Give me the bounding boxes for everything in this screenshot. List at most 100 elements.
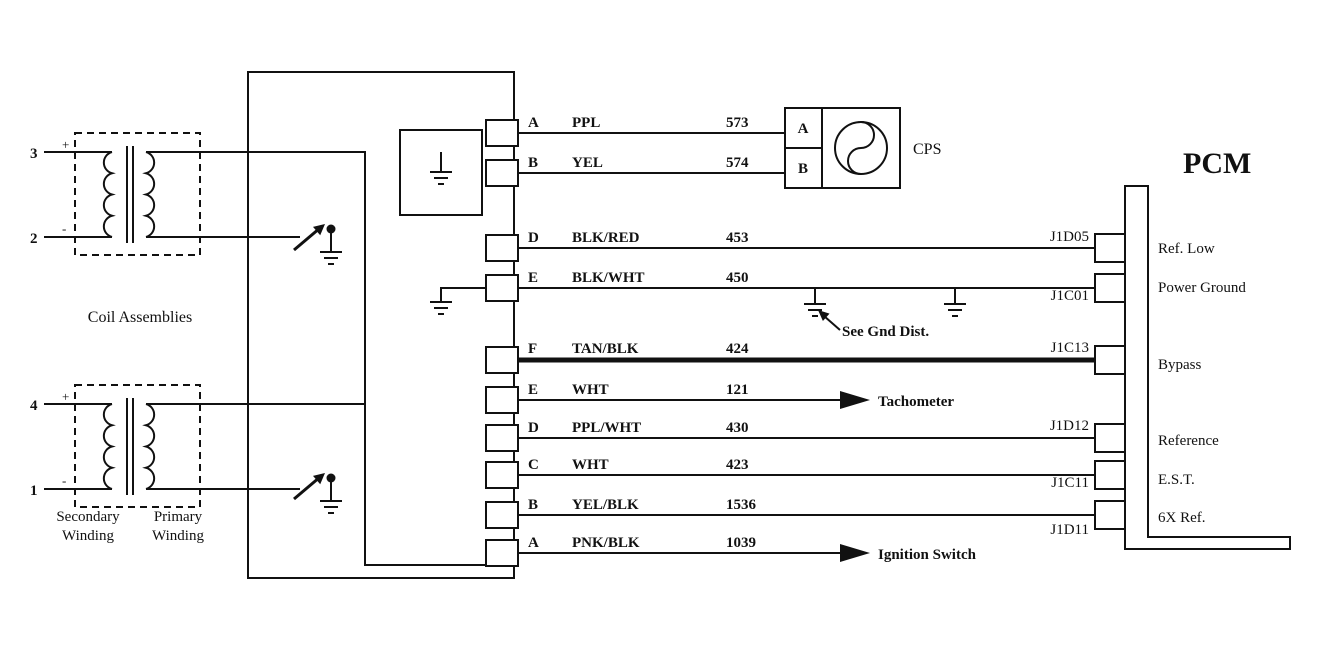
switch-arrowhead (313, 224, 325, 236)
pcm-pin (1094, 345, 1126, 375)
pcm-pin (1094, 273, 1126, 303)
tachometer-label: Tachometer (878, 394, 954, 410)
coil-bottom-dashed-box (74, 384, 201, 508)
module-pin (485, 386, 519, 414)
wire-circuit: 450 (726, 270, 749, 286)
pcm-pin (1094, 460, 1126, 490)
wire-color: PPL/WHT (572, 420, 641, 436)
arrow-up-left-icon (818, 310, 830, 321)
wire-rows: A PPL 573 B YEL 574 D BLK/RED 453 E BLK/… (485, 115, 1095, 567)
wire-row: B YEL/BLK 1536 (485, 497, 1095, 529)
wire-pin-letter: C (528, 457, 539, 473)
ground-icon (430, 287, 486, 315)
wire-row: B YEL 574 (485, 155, 785, 187)
ground-icon (320, 233, 342, 265)
polarity-minus-bottom: - (62, 473, 66, 488)
arrow-right-icon (840, 544, 870, 562)
module-pin (485, 424, 519, 452)
transformer-core-lines (126, 146, 134, 495)
wire-color: YEL (572, 155, 603, 171)
wire-pin-letter: D (528, 230, 539, 246)
ground-icon (944, 288, 966, 317)
secondary-winding-label-2: Winding (62, 528, 114, 544)
polarity-plus-bottom: + (62, 389, 69, 404)
wire-color: TAN/BLK (572, 341, 639, 357)
coil-assemblies-label: Coil Assemblies (88, 309, 192, 326)
wire-color: WHT (572, 457, 609, 473)
terminal-3: 3 (30, 146, 38, 162)
ground-icon (430, 152, 452, 185)
coil-top-dashed-box (74, 132, 201, 256)
module-pin (485, 159, 519, 187)
pcm-pin-label: Bypass (1158, 357, 1202, 373)
module-pin (485, 461, 519, 489)
pcm-pin-id: J1C11 (1051, 475, 1089, 491)
cps-pickup-curve-icon (847, 121, 875, 175)
wire-color: BLK/WHT (572, 270, 645, 286)
wire-row: E BLK/WHT 450 (485, 270, 1095, 302)
wire-color: PNK/BLK (572, 535, 640, 551)
wire-color: YEL/BLK (572, 497, 639, 513)
wire-circuit: 423 (726, 457, 749, 473)
switch-arm (293, 226, 321, 252)
wire-row: E WHT 121 Tachometer (485, 382, 954, 414)
wire-row: A PNK/BLK 1039 Ignition Switch (485, 535, 977, 567)
wire-color: BLK/RED (572, 230, 640, 246)
wire-color: WHT (572, 382, 609, 398)
switch-contact-dot (326, 224, 336, 234)
wire-pin-letter: A (528, 115, 539, 131)
see-gnd-dist-label: See Gnd Dist. (842, 324, 929, 340)
pcm-pin-label: Reference (1158, 433, 1219, 449)
coil-assemblies: 3 2 4 1 + - + - Coil Assemblies Secondar… (30, 132, 204, 544)
switch-bottom-icon (293, 473, 342, 514)
pcm-pin-label: 6X Ref. (1158, 510, 1206, 526)
wire-circuit: 573 (726, 115, 749, 131)
module-pin (485, 539, 519, 567)
secondary-winding-top-icon (102, 151, 116, 238)
wire-circuit: 430 (726, 420, 749, 436)
primary-winding-top-icon (142, 151, 156, 238)
ignition-switch-label: Ignition Switch (878, 547, 977, 563)
primary-winding-label-1: Primary (154, 509, 203, 525)
wire-circuit: 424 (726, 341, 749, 357)
module-inner-box (399, 129, 483, 216)
module-pin (485, 346, 519, 374)
pcm-pin-id: J1D11 (1050, 522, 1089, 538)
terminal-leads (44, 151, 112, 490)
wire-circuit: 121 (726, 382, 749, 398)
cps-label: CPS (913, 141, 941, 158)
ground-icon (320, 482, 342, 514)
secondary-winding-label-1: Secondary (56, 509, 120, 525)
module-pin (485, 274, 519, 302)
wire-row: D BLK/RED 453 (485, 230, 1095, 262)
cps-pin-a: A (798, 121, 809, 137)
module-pin (485, 501, 519, 529)
module-outline (247, 71, 515, 579)
wire-circuit: 1039 (726, 535, 756, 551)
primary-winding-label-2: Winding (152, 528, 204, 544)
terminal-4: 4 (30, 398, 38, 414)
wire-pin-letter: D (528, 420, 539, 436)
ground-distribution: See Gnd Dist. (804, 288, 966, 340)
module-internal-wiring (146, 151, 505, 566)
wire-row: F TAN/BLK 424 (485, 341, 1095, 374)
pcm-pin-label: E.S.T. (1158, 472, 1195, 488)
primary-winding-bottom-icon (142, 403, 156, 490)
wire-pin-letter: B (528, 155, 538, 171)
pcm-pin (1094, 233, 1126, 263)
pcm-body-outline (1124, 185, 1291, 550)
pcm-pin-id: J1D12 (1050, 418, 1089, 434)
leader-line (823, 315, 841, 331)
pcm-pin-id: J1C13 (1051, 340, 1089, 356)
module-pin (485, 234, 519, 262)
ignition-module (146, 71, 515, 579)
secondary-winding-bottom-icon (102, 403, 116, 490)
switch-top-icon (293, 224, 342, 265)
polarity-plus-top: + (62, 137, 69, 152)
wire-pin-letter: F (528, 341, 537, 357)
cps-pin-b: B (798, 161, 808, 177)
wire-circuit: 453 (726, 230, 749, 246)
switch-arm (293, 475, 321, 501)
terminal-2: 2 (30, 231, 38, 247)
